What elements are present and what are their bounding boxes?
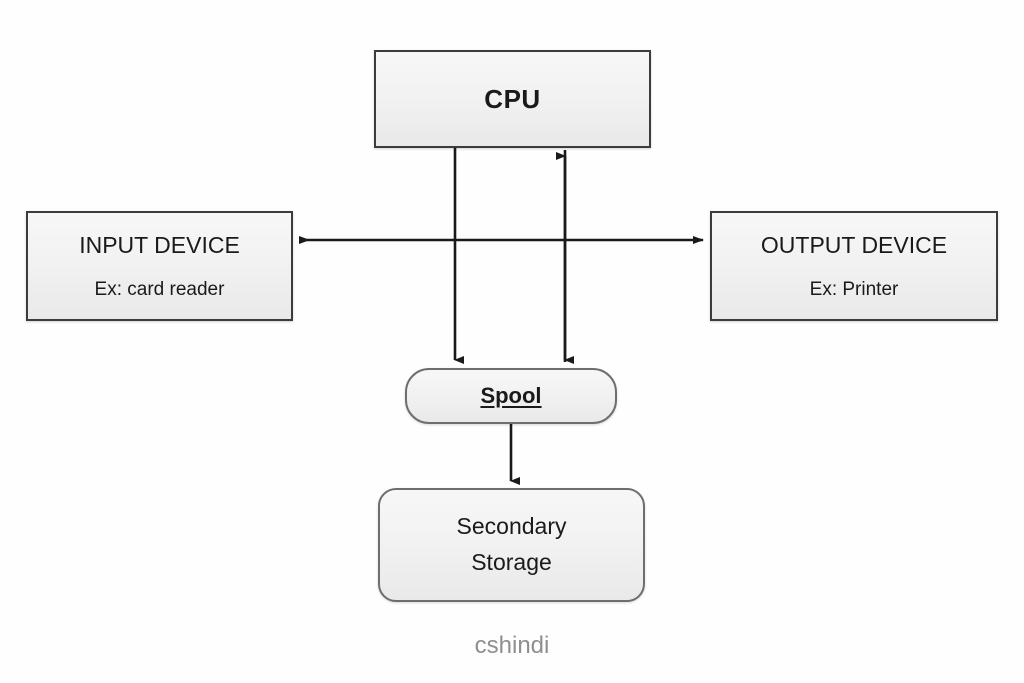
watermark-text: cshindi bbox=[474, 632, 550, 659]
node-secondary-storage-label-line2: Storage bbox=[471, 549, 552, 575]
node-input-device-label: INPUT DEVICE bbox=[79, 231, 240, 258]
node-input-device[interactable]: INPUT DEVICE Ex: card reader bbox=[26, 211, 293, 321]
node-spool-label: Spool bbox=[480, 383, 542, 408]
node-cpu-label: CPU bbox=[484, 83, 541, 114]
node-output-device[interactable]: OUTPUT DEVICE Ex: Printer bbox=[710, 211, 998, 321]
node-output-device-example: Ex: Printer bbox=[809, 278, 899, 300]
node-cpu[interactable]: CPU bbox=[374, 50, 651, 148]
node-spool[interactable]: Spool bbox=[405, 368, 617, 424]
node-secondary-storage[interactable]: Secondary Storage bbox=[378, 488, 645, 602]
node-output-device-label: OUTPUT DEVICE bbox=[760, 231, 948, 258]
node-input-device-example: Ex: card reader bbox=[94, 278, 225, 300]
node-secondary-storage-label-line1: Secondary bbox=[456, 513, 567, 540]
